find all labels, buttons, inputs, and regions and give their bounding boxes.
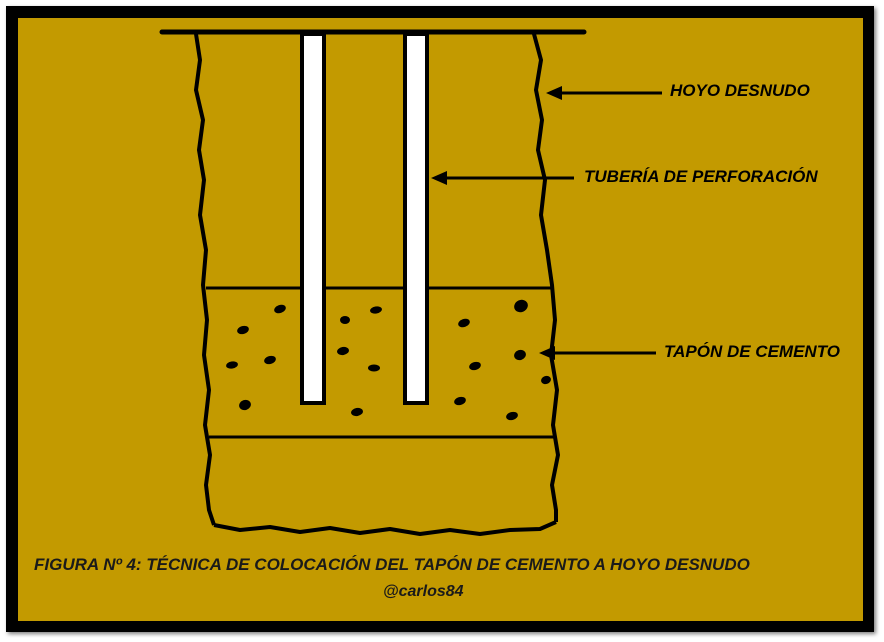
label-cement-plug: TAPÓN DE CEMENTO	[664, 342, 840, 361]
drill-pipe-left	[300, 32, 326, 405]
hole-right-wall	[532, 33, 560, 522]
author-credit: @carlos84	[383, 583, 464, 600]
hole-bottom	[213, 520, 557, 536]
label-drill-pipe: TUBERÍA DE PERFORACIÓN	[584, 167, 818, 186]
diagram-panel	[18, 18, 863, 621]
figure-caption: FIGURA Nº 4: TÉCNICA DE COLOCACIÓN DEL T…	[34, 555, 750, 574]
hole-left-wall	[194, 33, 216, 526]
label-open-hole: HOYO DESNUDO	[670, 81, 810, 100]
drill-pipe-right	[403, 32, 429, 405]
cement-aggregate	[226, 299, 551, 421]
arrow-open-hole	[546, 86, 662, 100]
arrow-cement-plug	[539, 346, 656, 360]
arrow-drill-pipe	[431, 171, 574, 185]
